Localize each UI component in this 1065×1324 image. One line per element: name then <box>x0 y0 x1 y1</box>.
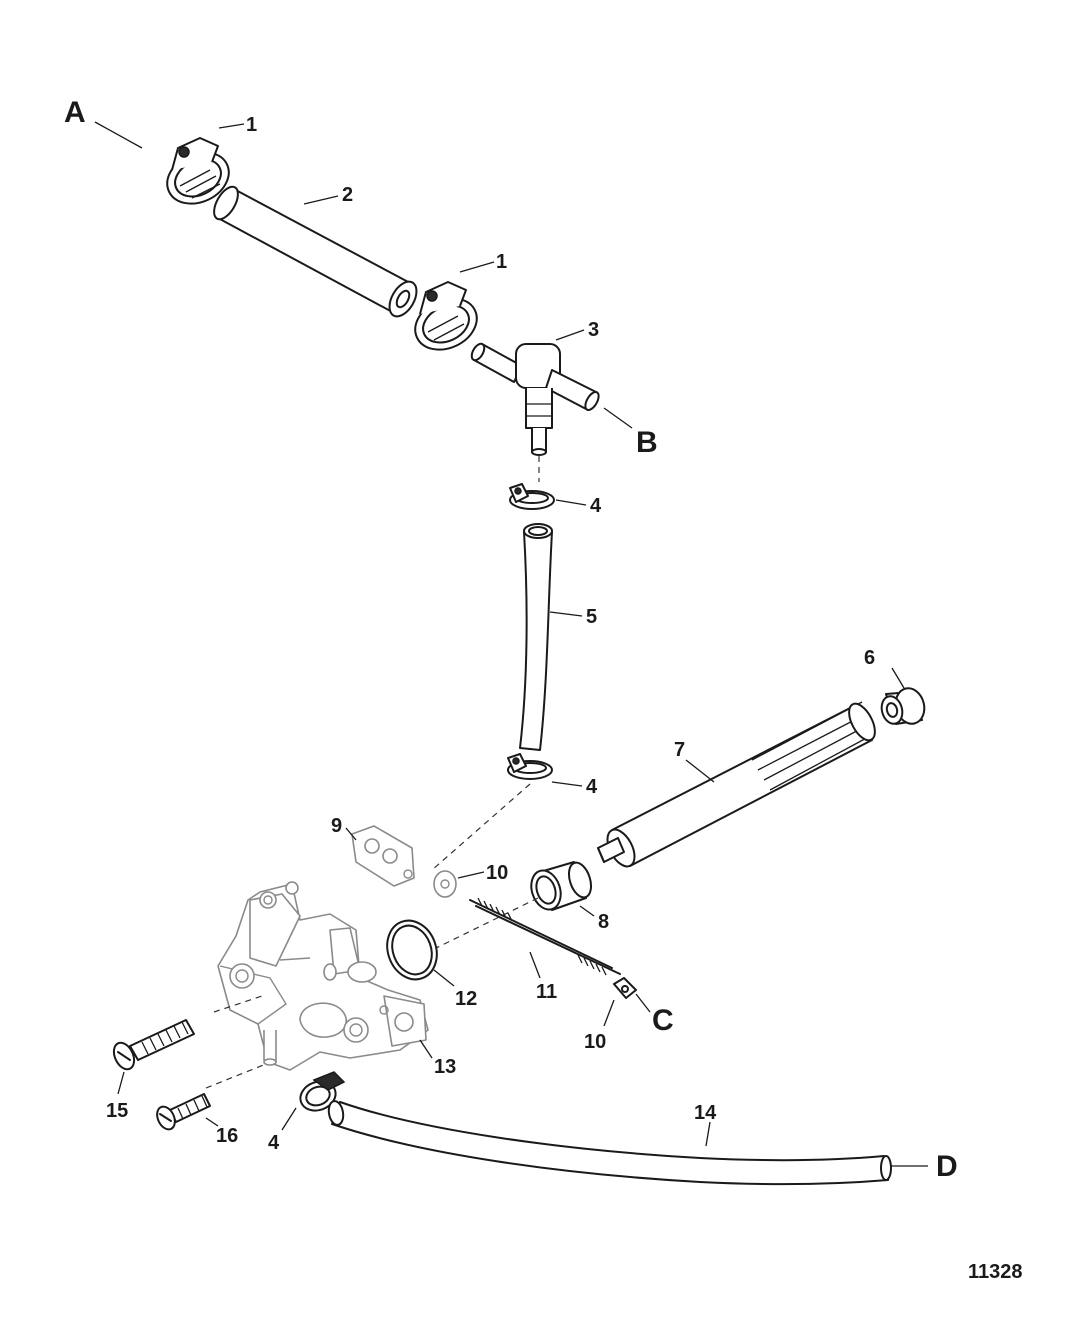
callout-4-top: 4 <box>590 495 602 517</box>
pump-body <box>217 881 429 1071</box>
callout-7: 7 <box>674 739 685 761</box>
cover-plate-9 <box>351 825 415 887</box>
callout-5: 5 <box>586 606 597 628</box>
callout-1-lower: 1 <box>496 251 507 273</box>
connection-label-c: C <box>652 1004 674 1037</box>
tee-fitting <box>470 342 600 456</box>
hose-upper <box>213 185 418 318</box>
callout-10-lower: 10 <box>584 1031 606 1053</box>
hose-vertical <box>519 523 553 751</box>
drive-shaft-7 <box>597 701 876 868</box>
callout-10-upper: 10 <box>486 862 508 884</box>
hose-clamp-small-top <box>509 483 555 510</box>
hose-clamp-upper-right <box>414 281 478 351</box>
connection-label-b: B <box>636 426 658 459</box>
connection-label-d: D <box>936 1150 958 1183</box>
figure-number: 11328 <box>968 1261 1023 1283</box>
bushing-8 <box>530 861 593 911</box>
callout-6: 6 <box>864 647 875 669</box>
connection-label-a: A <box>64 96 86 129</box>
hose-clamp-small-middle <box>507 753 553 780</box>
hose-bottom-14 <box>327 1100 892 1186</box>
callout-8: 8 <box>598 911 609 933</box>
hose-clamp-upper-left <box>166 137 230 205</box>
callout-4-middle: 4 <box>586 776 598 798</box>
hose-clamp-small-bottom <box>299 1071 346 1112</box>
callout-13: 13 <box>434 1056 456 1078</box>
o-ring-12 <box>386 919 438 981</box>
callout-1-upper: 1 <box>246 114 257 136</box>
leader-lines <box>94 121 928 1167</box>
washer-10-lower <box>613 977 637 999</box>
callout-9: 9 <box>331 815 342 837</box>
washer-10-upper <box>433 870 457 898</box>
bushing-6 <box>880 687 926 725</box>
callout-14: 14 <box>694 1102 717 1124</box>
screw-15 <box>112 1019 195 1071</box>
callout-15: 15 <box>106 1100 128 1122</box>
stud-11 <box>469 897 621 976</box>
callout-4-bottom: 4 <box>268 1132 280 1154</box>
callout-12: 12 <box>455 988 477 1010</box>
callout-16: 16 <box>216 1125 238 1147</box>
callout-3: 3 <box>588 319 599 341</box>
screw-16 <box>156 1093 211 1131</box>
callout-11: 11 <box>536 981 557 1003</box>
callout-2: 2 <box>342 184 353 206</box>
